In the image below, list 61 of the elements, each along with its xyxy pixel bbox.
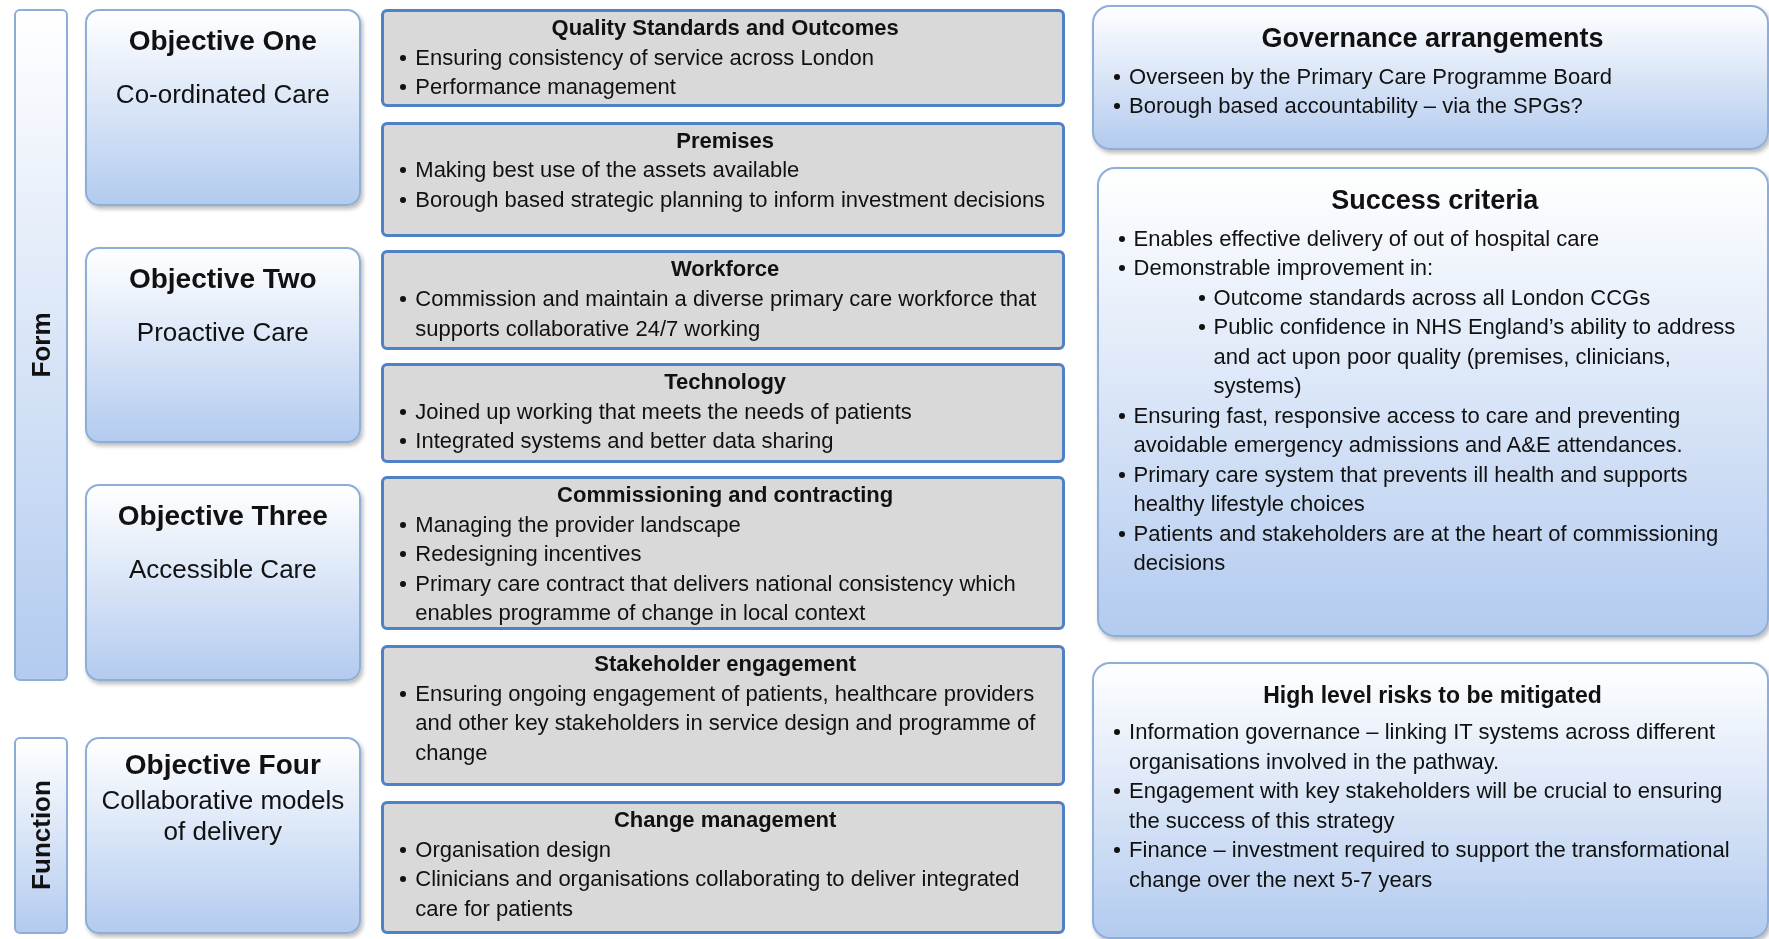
heading: High level risks to be mitigated — [1262, 682, 1603, 710]
bullet-text: Ensuring fast, responsive access to care and preventing avoidable emergency admissions and A&E attendances. — [1133, 401, 1684, 460]
objective-card — [84, 9, 361, 207]
bullet-text: Performance management — [415, 73, 676, 102]
objective-card — [84, 247, 361, 444]
info-panel — [1092, 662, 1769, 939]
bullet-text: Demonstrable improvement in: — [1133, 254, 1434, 283]
bullet-text: Redesigning incentives — [415, 540, 642, 569]
theme-box — [381, 250, 1065, 350]
bullet-text: Primary care system that prevents ill health and supports healthy lifestyle choices — [1133, 460, 1689, 519]
bullet-text: Ensuring ongoing engagement of patients, healthcare providers and other key stakeholders in service design and programme of change — [415, 679, 1037, 767]
bullet-text: Public confidence in NHS England’s ability to address and act upon poor quality (premises, clinicians, systems) — [1213, 313, 1737, 401]
objective-name: Co-ordinated Care — [114, 79, 331, 110]
bullet-text: Engagement with key stakeholders will be crucial to ensuring the success of this strategy — [1129, 777, 1724, 835]
theme-box — [381, 9, 1065, 108]
band-label: Form — [25, 312, 57, 378]
band-label: Function — [25, 780, 57, 891]
objective-name: Proactive Care — [135, 317, 310, 349]
bullet-text: Integrated systems and better data sharing — [415, 427, 834, 456]
bullet-text: Finance – investment required to support the transformational change over the next 5-7 years — [1129, 836, 1731, 894]
theme-box — [381, 476, 1065, 630]
bullet-text: Managing the provider landscape — [415, 510, 741, 539]
objective-heading: Objective Four — [123, 748, 322, 781]
objective-heading: Objective One — [127, 25, 318, 57]
heading: Governance arrangements — [1260, 22, 1605, 54]
bullet-text: Joined up working that meets the needs of patients — [415, 397, 912, 426]
heading: Quality Standards and Outcomes — [550, 14, 900, 42]
theme-box — [381, 801, 1065, 935]
bullet-text: Ensuring consistency of service across London — [415, 43, 874, 72]
bullet-text: Primary care contract that delivers national consistency which enables programme of change in local context — [415, 569, 1017, 628]
bullet-text: Making best use of the assets available — [415, 156, 800, 185]
side-band — [13, 736, 68, 935]
bullet-text: Overseen by the Primary Care Programme Board — [1129, 62, 1613, 91]
info-panel — [1092, 4, 1769, 151]
heading: Commissioning and contracting — [556, 481, 895, 510]
theme-box — [381, 645, 1065, 787]
objective-name: Accessible Care — [127, 554, 318, 585]
objective-heading: Objective Two — [127, 263, 318, 296]
objective-card — [84, 736, 361, 935]
bullet-text: Enables effective delivery of out of hospital care — [1133, 224, 1600, 253]
bullet-text: Outcome standards across all London CCGs — [1213, 283, 1651, 312]
heading: Premises — [675, 126, 776, 155]
theme-box — [381, 363, 1065, 463]
side-band — [13, 9, 68, 682]
bullet-text: Patients and stakeholders are at the heart of commissioning decisions — [1133, 519, 1720, 578]
heading: Success criteria — [1330, 184, 1540, 216]
objective-name: Collaborative models of delivery — [100, 784, 346, 847]
bullet-text: Borough based strategic planning to inform investment decisions — [415, 185, 1046, 214]
heading: Change management — [612, 806, 838, 834]
heading: Technology — [663, 368, 788, 397]
info-panel — [1096, 166, 1769, 638]
heading: Stakeholder engagement — [593, 650, 857, 679]
bullet-text: Commission and maintain a diverse primary care workforce that supports collaborative 24/7 working — [415, 285, 1038, 343]
bullet-text: Information governance – linking IT systems across different organisations involved in the pathway. — [1129, 718, 1717, 776]
bullet-text: Borough based accountability – via the SPGs? — [1129, 91, 1583, 120]
bullet-text: Organisation design — [415, 835, 611, 864]
objective-heading: Objective Three — [116, 500, 329, 532]
theme-box — [381, 121, 1065, 237]
heading: Workforce — [669, 255, 781, 284]
objective-card — [84, 484, 361, 682]
bullet-text: Clinicians and organisations collaborating to deliver integrated care for patients — [415, 865, 1021, 923]
